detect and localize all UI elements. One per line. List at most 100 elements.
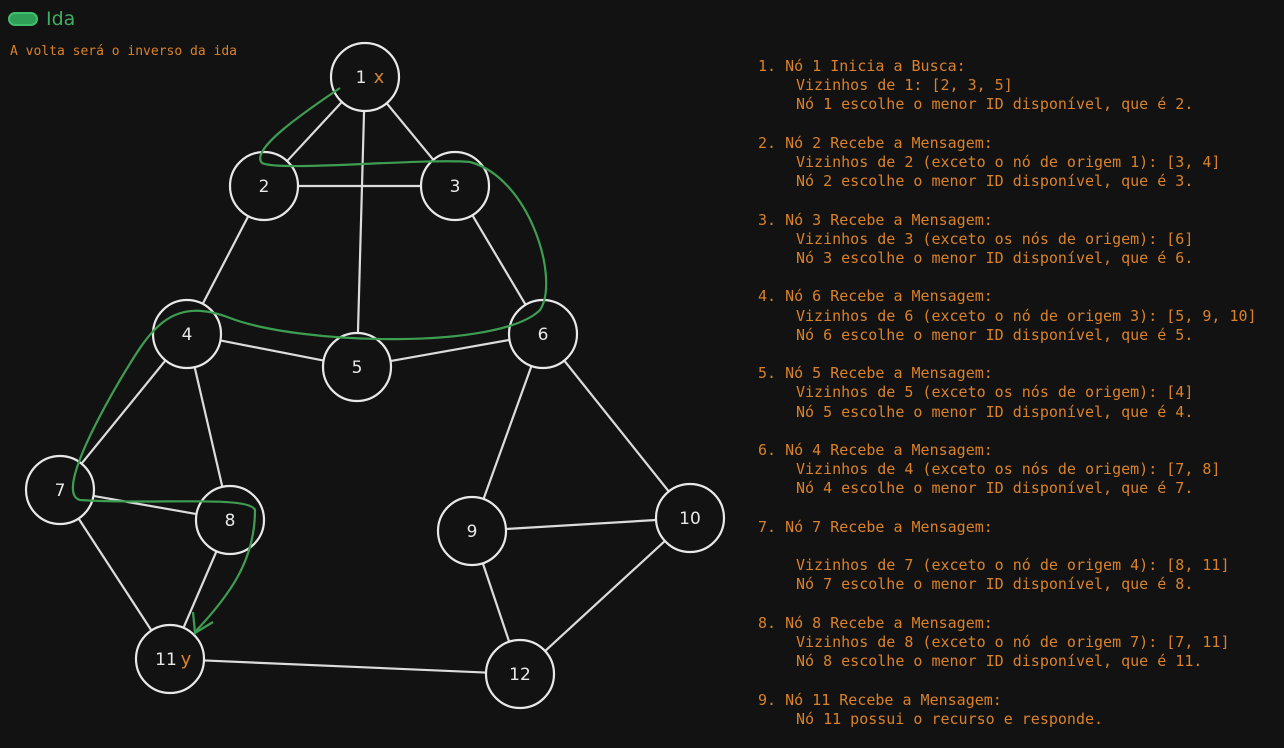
node-tag: y bbox=[181, 649, 192, 670]
edge-8-11[interactable] bbox=[182, 550, 218, 629]
edge-4-7[interactable] bbox=[80, 359, 167, 465]
edge-10-12[interactable] bbox=[544, 540, 666, 652]
edge-2-4[interactable] bbox=[201, 215, 250, 305]
node-circle bbox=[436, 495, 508, 567]
step-line[interactable]: Vizinhos de 3 (exceto os nós de origem):… bbox=[796, 229, 1194, 248]
node-5[interactable]: 5 bbox=[321, 331, 393, 403]
step-title[interactable]: 1. Nó 1 Inicia a Busca: bbox=[758, 57, 966, 75]
step-line[interactable]: Nó 2 escolhe o menor ID disponível, que … bbox=[796, 172, 1194, 191]
node-6[interactable]: 6 bbox=[507, 298, 579, 370]
step-line[interactable]: Nó 11 possui o recurso e responde. bbox=[796, 709, 1104, 728]
edge-3-6[interactable] bbox=[471, 214, 527, 306]
node-label: 6 bbox=[538, 325, 549, 345]
step-1: 1. Nó 1 Inicia a Busca:Vizinhos de 1: [2… bbox=[758, 57, 1257, 115]
node-12[interactable]: 12 bbox=[484, 638, 556, 710]
title-marker-icon bbox=[8, 12, 38, 26]
node-tag: x bbox=[374, 67, 385, 88]
diagram-subtitle[interactable]: A volta será o inverso da ida bbox=[10, 44, 237, 59]
edge-6-10[interactable] bbox=[563, 359, 670, 493]
search-path bbox=[71, 87, 548, 635]
node-circle bbox=[194, 484, 266, 556]
edge-6-9[interactable] bbox=[482, 365, 533, 500]
edge-4-8[interactable] bbox=[193, 366, 224, 488]
steps-list: 1. Nó 1 Inicia a Busca:Vizinhos de 1: [2… bbox=[758, 57, 1257, 748]
step-line[interactable]: Nó 6 escolhe o menor ID disponível, que … bbox=[796, 325, 1194, 344]
edge-11-12[interactable] bbox=[203, 659, 487, 674]
edge-1-5[interactable] bbox=[356, 110, 366, 334]
step-title[interactable]: 6. Nó 4 Recebe a Mensagem: bbox=[758, 440, 993, 459]
node-label: 11 bbox=[155, 650, 177, 670]
node-circle bbox=[329, 41, 401, 113]
step-line[interactable]: Nó 4 escolhe o menor ID disponível, que … bbox=[796, 479, 1194, 498]
node-label: 4 bbox=[182, 325, 193, 345]
node-circle bbox=[654, 482, 726, 554]
node-10[interactable]: 10 bbox=[654, 482, 726, 554]
step-line[interactable]: Nó 5 escolhe o menor ID disponível, que … bbox=[796, 402, 1194, 421]
step-5: 5. Nó 5 Recebe a Mensagem:Vizinhos de 5 … bbox=[758, 364, 1257, 422]
diagram-header: Ida bbox=[8, 8, 75, 30]
node-4[interactable]: 4 bbox=[151, 298, 223, 370]
node-label: 5 bbox=[352, 358, 363, 378]
edge-4-5[interactable] bbox=[220, 339, 324, 362]
arrowhead-icon bbox=[191, 611, 214, 635]
step-line[interactable]: Vizinhos de 6 (exceto o nó de origem 3):… bbox=[796, 306, 1257, 325]
path-curve bbox=[71, 87, 548, 633]
node-3[interactable]: 3 bbox=[419, 150, 491, 222]
step-line[interactable]: Vizinhos de 8 (exceto o nó de origem 7):… bbox=[796, 632, 1230, 651]
step-line[interactable] bbox=[758, 537, 1257, 556]
edge-1-2[interactable] bbox=[286, 101, 343, 162]
node-8[interactable]: 8 bbox=[194, 484, 266, 556]
edge-9-12[interactable] bbox=[481, 562, 511, 643]
step-8: 8. Nó 8 Recebe a Mensagem:Vizinhos de 8 … bbox=[758, 614, 1257, 672]
edge-7-11[interactable] bbox=[77, 517, 153, 632]
step-2: 2. Nó 2 Recebe a Mensagem:Vizinhos de 2 … bbox=[758, 134, 1257, 192]
step-title[interactable]: 9. Nó 11 Recebe a Mensagem: bbox=[758, 690, 1002, 709]
node-label: 2 bbox=[259, 177, 270, 197]
node-circle bbox=[321, 331, 393, 403]
node-circle bbox=[419, 150, 491, 222]
step-6: 6. Nó 4 Recebe a Mensagem:Vizinhos de 4 … bbox=[758, 441, 1257, 499]
node-circle bbox=[228, 150, 300, 222]
node-2[interactable]: 2 bbox=[228, 150, 300, 222]
step-title[interactable]: 2. Nó 2 Recebe a Mensagem: bbox=[758, 133, 993, 152]
step-title[interactable]: 7. Nó 7 Recebe a Mensagem: bbox=[758, 517, 993, 536]
node-label: 7 bbox=[55, 481, 66, 501]
diagram-title[interactable]: Ida bbox=[46, 8, 76, 30]
step-line[interactable]: Nó 3 escolhe o menor ID disponível, que … bbox=[796, 249, 1194, 267]
edge-5-6[interactable] bbox=[390, 338, 510, 363]
step-3: 3. Nó 3 Recebe a Mensagem:Vizinhos de 3 … bbox=[758, 211, 1257, 269]
node-label: 8 bbox=[225, 511, 236, 531]
step-9: 9. Nó 11 Recebe a Mensagem:Nó 11 possui … bbox=[758, 691, 1257, 729]
step-line[interactable]: Vizinhos de 4 (exceto os nós de origem):… bbox=[796, 460, 1221, 479]
step-title[interactable]: 8. Nó 8 Recebe a Mensagem: bbox=[758, 613, 993, 632]
title-row: Ida bbox=[8, 8, 75, 30]
node-label: 10 bbox=[679, 509, 701, 529]
step-7: 7. Nó 7 Recebe a Mensagem: Vizinhos de 7… bbox=[758, 518, 1257, 595]
node-circle bbox=[484, 638, 556, 710]
step-line[interactable]: Vizinhos de 1: [2, 3, 5] bbox=[796, 76, 1013, 95]
step-line[interactable]: Nó 8 escolhe o menor ID disponível, que … bbox=[796, 652, 1203, 671]
node-9[interactable]: 9 bbox=[436, 495, 508, 567]
step-line[interactable]: Vizinhos de 7 (exceto o nó de origem 4):… bbox=[796, 556, 1230, 575]
step-line[interactable]: Vizinhos de 2 (exceto o nó de origem 1):… bbox=[796, 153, 1221, 171]
edge-1-3[interactable] bbox=[385, 102, 435, 161]
step-line[interactable]: Nó 7 escolhe o menor ID disponível, que … bbox=[796, 575, 1194, 594]
edge-9-10[interactable] bbox=[505, 518, 657, 531]
step-4: 4. Nó 6 Recebe a Mensagem:Vizinhos de 6 … bbox=[758, 287, 1257, 345]
node-7[interactable]: 7 bbox=[24, 454, 96, 526]
step-line[interactable]: Nó 1 escolhe o menor ID disponível, que … bbox=[796, 95, 1194, 114]
node-label: 9 bbox=[467, 522, 478, 542]
node-circle bbox=[24, 454, 96, 526]
step-title[interactable]: 4. Nó 6 Recebe a Mensagem: bbox=[758, 287, 993, 306]
step-line[interactable]: Vizinhos de 5 (exceto os nós de origem):… bbox=[796, 383, 1194, 402]
step-title[interactable]: 5. Nó 5 Recebe a Mensagem: bbox=[758, 364, 993, 383]
node-circle bbox=[134, 623, 206, 695]
step-title[interactable]: 3. Nó 3 Recebe a Mensagem: bbox=[758, 210, 993, 229]
node-label: 1 bbox=[356, 68, 367, 88]
graph-edges bbox=[77, 101, 670, 674]
edge-7-8[interactable] bbox=[93, 494, 197, 516]
